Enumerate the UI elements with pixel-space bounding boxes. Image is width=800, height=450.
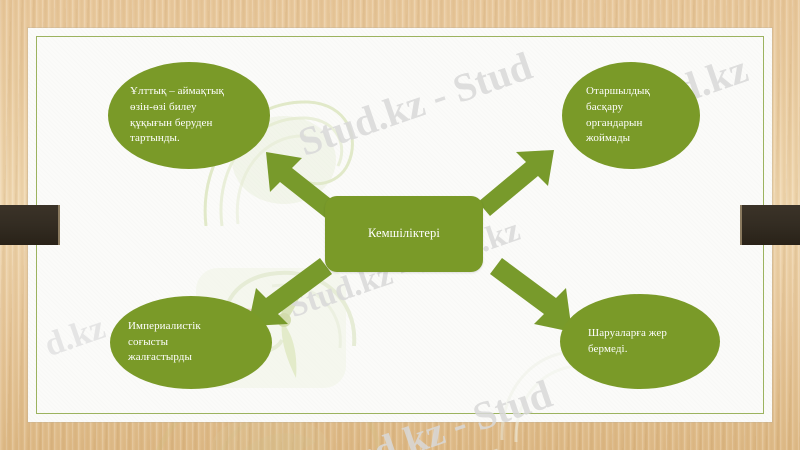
node-center-label: Кемшіліктері	[368, 226, 440, 241]
node-bottom-right-label: Шаруаларға жер бермеді.	[588, 326, 667, 355]
watermark: Stud.kz - Stud	[292, 42, 538, 165]
node-top-left-label: Ұлттық – аймақтық өзін-өзі билеу құқығын…	[130, 85, 224, 145]
node-center[interactable]: Кемшіліктері	[325, 196, 483, 272]
node-top-right[interactable]: Отаршылдық басқару органдарын жоймады	[562, 62, 700, 169]
node-bottom-right[interactable]: Шаруаларға жер бермеді.	[560, 294, 720, 389]
node-bottom-left[interactable]: Империалистік соғысты жалғастырды	[110, 296, 272, 389]
left-side-bar	[0, 205, 60, 245]
node-bottom-left-label: Империалистік соғысты жалғастырды	[128, 320, 201, 364]
node-top-left[interactable]: Ұлттық – аймақтық өзін-өзі билеу құқығын…	[108, 62, 270, 169]
watermark: d.kz	[39, 309, 110, 365]
right-side-bar	[740, 205, 800, 245]
node-top-right-label: Отаршылдық басқару органдарын жоймады	[586, 85, 650, 145]
